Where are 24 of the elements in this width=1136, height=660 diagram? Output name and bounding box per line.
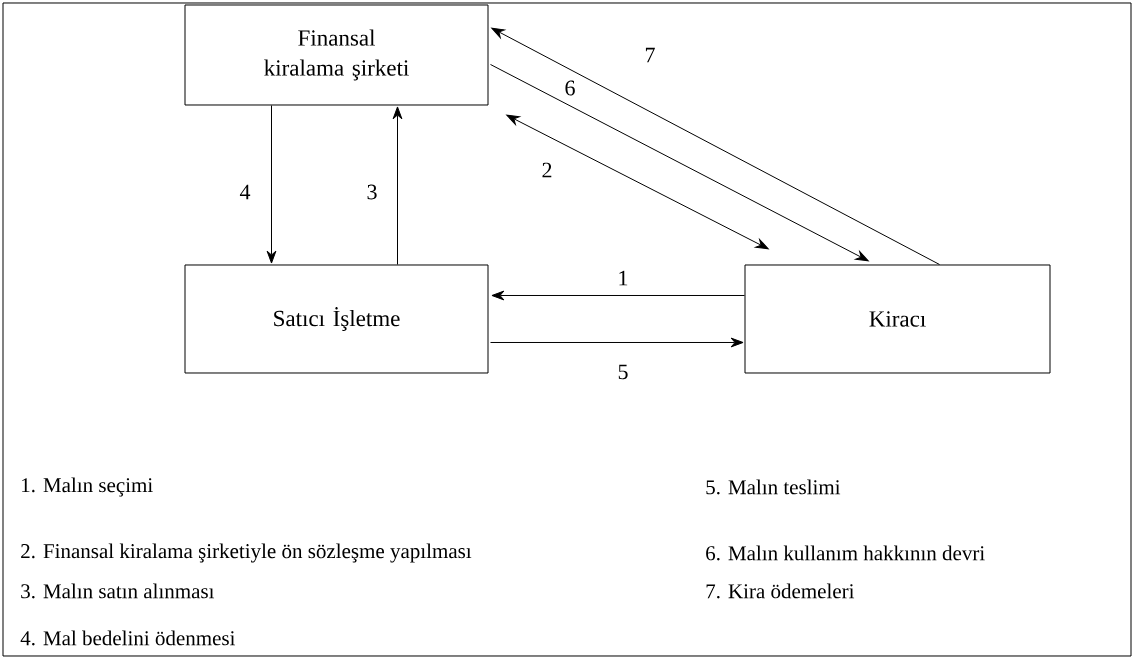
edge-label: 4 [238, 183, 252, 201]
legend-item: 5. Malın teslimi [706, 479, 841, 495]
arrow [491, 27, 940, 265]
edge-label: 3 [365, 183, 379, 201]
legend-item: 1. Malın seçimi [22, 477, 153, 497]
edge-label: 1 [616, 269, 630, 287]
arrow [490, 337, 744, 348]
legend-item: 3. Malın satın alınması [21, 583, 215, 599]
legend-item: 6. Malın kullanım hakkının devri [706, 545, 985, 561]
arrow [392, 106, 403, 265]
arrow [506, 114, 769, 250]
arrow [491, 290, 745, 301]
legend-item: 7. Kira ödemeleri [706, 583, 855, 599]
edge-label: 5 [616, 363, 630, 381]
edge-label: 6 [563, 79, 577, 97]
box: Finansal kiralama şirketi [184, 4, 489, 106]
arrow [490, 64, 869, 262]
legend-item: 2. Finansal kiralama şirketiyle ön sözleşme yapılması [21, 543, 472, 563]
arrow [266, 105, 277, 264]
legend-item: 4. Mal bedelini ödenmesi [20, 630, 236, 646]
box: Satıcı İşletme [184, 264, 489, 374]
edge-label: 2 [540, 161, 554, 179]
box: Kiracı [744, 264, 1051, 374]
edge-label: 7 [643, 46, 657, 64]
